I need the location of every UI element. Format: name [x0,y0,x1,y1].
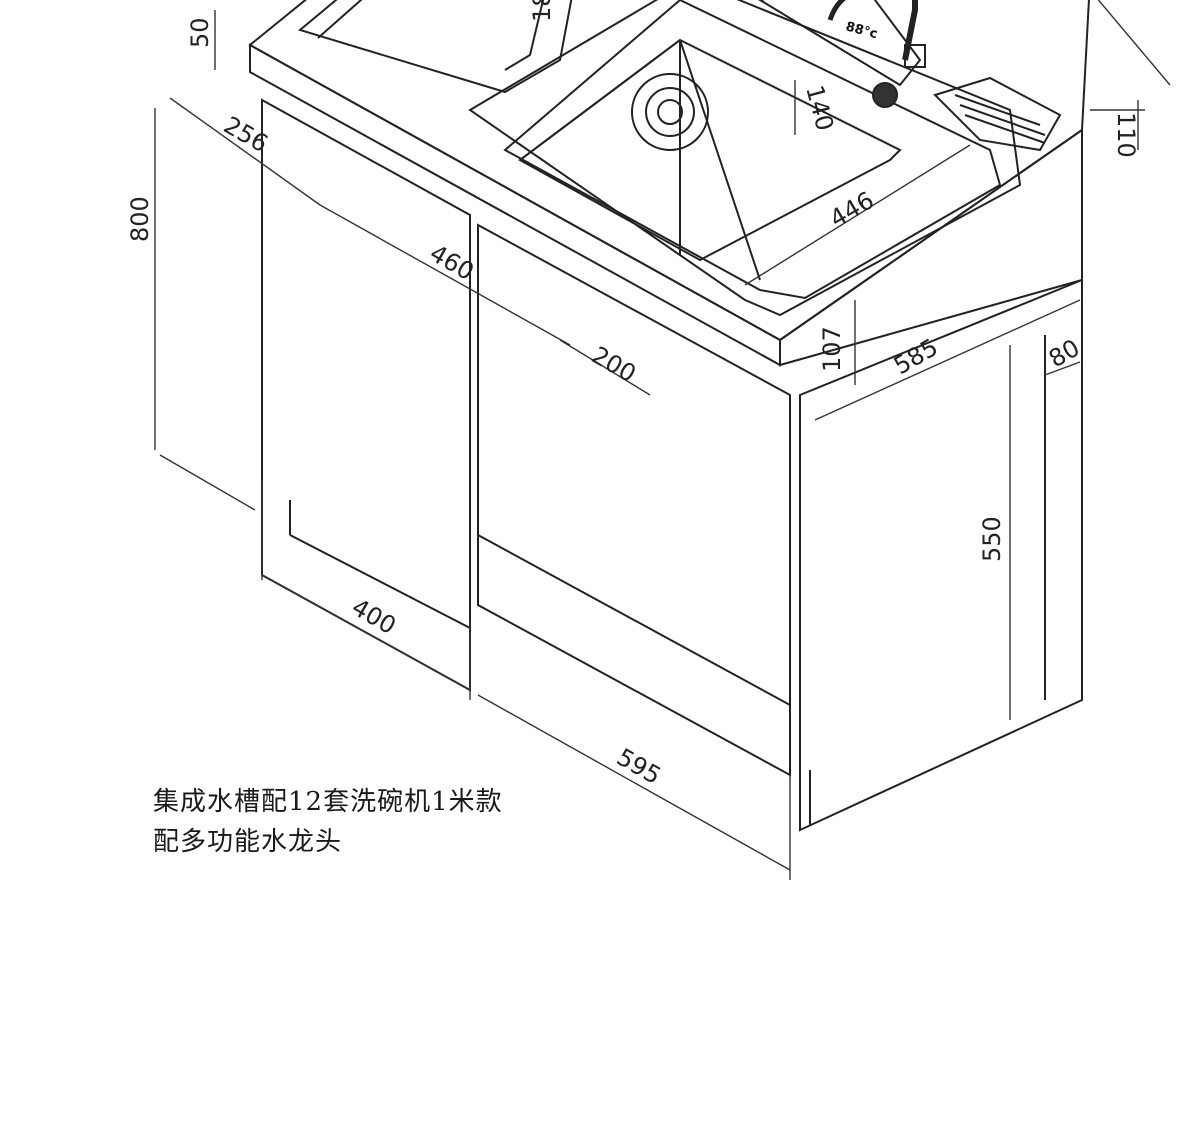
dim-label-140: 140 [800,82,839,133]
drain-core [657,99,683,125]
dim-label-595: 595 [612,743,666,790]
ext-line-4 [159,454,256,511]
cabinet-plinth-bottom [289,534,471,629]
sink-fold-line-2 [679,39,761,281]
dim-line-460 [319,204,571,346]
faucet-base [904,44,926,68]
dim-label-550: 550 [978,516,1006,562]
dim-label-110: 110 [1112,112,1140,158]
dim-line-80 [1044,361,1081,376]
temperature-display: 88°c [844,19,879,42]
dim-label-80: 80 [1044,334,1084,374]
dim-line-585 [814,299,1081,421]
dim-line-200 [559,339,651,396]
dim-label-107: 107 [818,326,846,372]
caption: 集成水槽配12套洗碗机1米款 配多功能水龙头 [153,782,503,862]
dim-line-400 [261,574,471,691]
faucet-curve [827,0,846,21]
dim-label-400: 400 [347,593,401,640]
countertop-top [248,0,1090,342]
main-sink-inner [503,0,1002,300]
panel-slot-1 [954,94,1041,126]
dim-label-446: 446 [825,186,879,233]
countertop-front-edge [249,43,781,367]
dim-label-800: 800 [126,196,154,242]
cabinet-body [248,0,1090,832]
dim-line-595 [477,694,791,871]
panel-slot-2 [959,104,1046,136]
panel-slot-3 [964,114,1046,144]
ext-line-5 [1097,0,1171,86]
control-strip [758,0,922,87]
dim-label-18: 18 [528,0,556,22]
dim-label-256: 256 [219,111,273,158]
drain-inner [645,87,695,137]
control-panel-right [933,76,1062,152]
main-sink-outer [468,0,1022,317]
dishwasher-door [477,223,791,777]
drain-outer [631,73,709,151]
control-knob [872,82,898,108]
dishwasher-drawer-line [477,534,791,706]
caption-line-2: 配多功能水龙头 [153,827,343,857]
left-basin-outline [297,0,573,94]
dim-line-256 [169,97,321,206]
caption-line-1: 集成水槽配12套洗碗机1米款 [153,787,503,817]
faucet-pipe [902,0,918,61]
dim-label-50: 50 [186,17,214,48]
left-basin-inner [317,0,545,71]
sink-fold-line-3 [519,39,681,161]
dimension-lines [154,0,1171,880]
cabinet-right-side [799,278,1083,832]
dim-label-200: 200 [587,341,641,388]
dim-line-446 [744,144,971,286]
